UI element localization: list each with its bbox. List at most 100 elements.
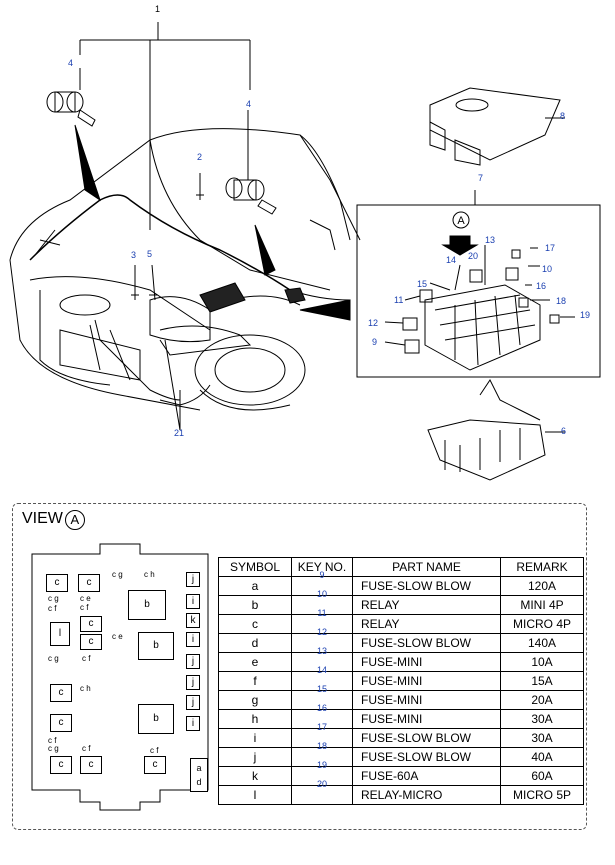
fuse-slot-b: b xyxy=(138,704,174,734)
callout-11: 11 xyxy=(394,295,404,305)
callout-6: 6 xyxy=(561,426,567,436)
callout-3: 3 xyxy=(131,250,137,260)
callout-2: 2 xyxy=(197,152,203,162)
key-number: 20 xyxy=(316,779,327,789)
part-name-cell: FUSE-MINI xyxy=(352,652,501,672)
fuse-label-cg: c g xyxy=(48,654,59,663)
callout-17: 17 xyxy=(545,243,556,253)
callout-9: 9 xyxy=(372,337,378,347)
callout-20: 20 xyxy=(468,251,479,261)
fuse-label-cf: c f xyxy=(150,746,159,755)
remark-cell: MICRO 5P xyxy=(500,785,584,805)
remark-cell: 30A xyxy=(500,709,584,729)
fuse-slot-d-label: d xyxy=(196,777,202,787)
callout-12: 12 xyxy=(368,318,379,328)
symbol-cell: e xyxy=(218,652,292,672)
fuse-label-cg: c g xyxy=(48,594,59,603)
symbol-cell: g xyxy=(218,690,292,710)
symbol-cell: b xyxy=(218,595,292,615)
fuse-slot-b: b xyxy=(128,590,166,620)
symbol-cell: f xyxy=(218,671,292,691)
key-number: 9 xyxy=(319,570,325,580)
key-number: 18 xyxy=(316,741,327,751)
key-number: 11 xyxy=(317,608,327,618)
callout-5: 5 xyxy=(147,249,153,259)
remark-cell: MICRO 4P xyxy=(500,614,584,634)
fuse-slot-l: l xyxy=(50,622,70,646)
key-number: 17 xyxy=(316,722,327,732)
fuse-slot-c: c xyxy=(80,634,102,650)
part-name-cell: FUSE-MINI xyxy=(352,690,501,710)
callout-19: 19 xyxy=(580,310,591,320)
key-number: 10 xyxy=(316,589,327,599)
fuse-slot-i: i xyxy=(186,716,200,731)
fuse-slot-c: c xyxy=(144,756,166,774)
fuse-slot-c: c xyxy=(80,616,102,632)
symbol-cell: d xyxy=(218,633,292,653)
remark-cell: 140A xyxy=(500,633,584,653)
fuse-slot-i: i xyxy=(186,594,200,609)
callout-15: 15 xyxy=(417,279,428,289)
fuse-slot-c: c xyxy=(50,714,72,732)
remark-cell: 15A xyxy=(500,671,584,691)
callout-7: 7 xyxy=(478,173,484,183)
callout-21: 21 xyxy=(174,428,185,438)
remark-cell: 60A xyxy=(500,766,584,786)
fuse-slot-j: j xyxy=(186,675,200,690)
fuse-slot-c: c xyxy=(46,574,68,592)
view-a-marker-letter: A xyxy=(457,215,465,227)
callout-1: 1 xyxy=(155,4,161,14)
callout-4-left: 4 xyxy=(68,58,74,68)
fuse-label-ce: c e xyxy=(80,594,91,603)
remark-cell: MINI 4P xyxy=(500,595,584,615)
callout-14: 14 xyxy=(446,255,457,265)
part-name-cell: FUSE-SLOW BLOW xyxy=(352,747,501,767)
engine-wiring-illustration: A xyxy=(9,22,601,481)
fuse-label-ce: c e xyxy=(112,632,123,641)
header-symbol: SYMBOL xyxy=(218,557,292,577)
key-number: 12 xyxy=(316,627,327,637)
symbol-cell: a xyxy=(218,576,292,596)
fuse-label-cf: c f xyxy=(48,736,57,745)
fuse-label-cg: c g xyxy=(112,570,123,579)
view-letter-circle: A xyxy=(64,510,85,530)
fuse-label-cg: c g xyxy=(48,744,59,753)
callout-18: 18 xyxy=(556,296,567,306)
part-name-cell: FUSE-MINI xyxy=(352,671,501,691)
callout-4-right: 4 xyxy=(246,99,252,109)
part-name-cell: RELAY xyxy=(352,595,501,615)
fuse-slot-c: c xyxy=(50,756,72,774)
key-number: 16 xyxy=(316,703,327,713)
symbol-cell: j xyxy=(218,747,292,767)
view-label: VIEW xyxy=(22,510,63,527)
callout-10: 10 xyxy=(542,264,553,274)
key-number: 14 xyxy=(316,665,327,675)
key-no-cell: 20 xyxy=(291,779,353,805)
callout-8: 8 xyxy=(560,111,566,121)
part-name-cell: FUSE-SLOW BLOW xyxy=(352,728,501,748)
symbol-cell: c xyxy=(218,614,292,634)
table-header-row: SYMBOL KEY NO. PART NAME REMARK xyxy=(218,557,584,577)
fuse-slot-j: j xyxy=(186,695,200,710)
fuse-label-ch: c h xyxy=(80,684,91,693)
symbol-cell: i xyxy=(218,728,292,748)
part-name-cell: FUSE-SLOW BLOW xyxy=(352,576,501,596)
fuse-slot-k: k xyxy=(186,613,200,628)
fuse-slot-j: j xyxy=(186,572,200,587)
fuse-label-cf: c f xyxy=(82,744,91,753)
fuse-slot-b: b xyxy=(138,632,174,660)
remark-cell: 10A xyxy=(500,652,584,672)
fuse-label-cf: c f xyxy=(48,604,57,613)
